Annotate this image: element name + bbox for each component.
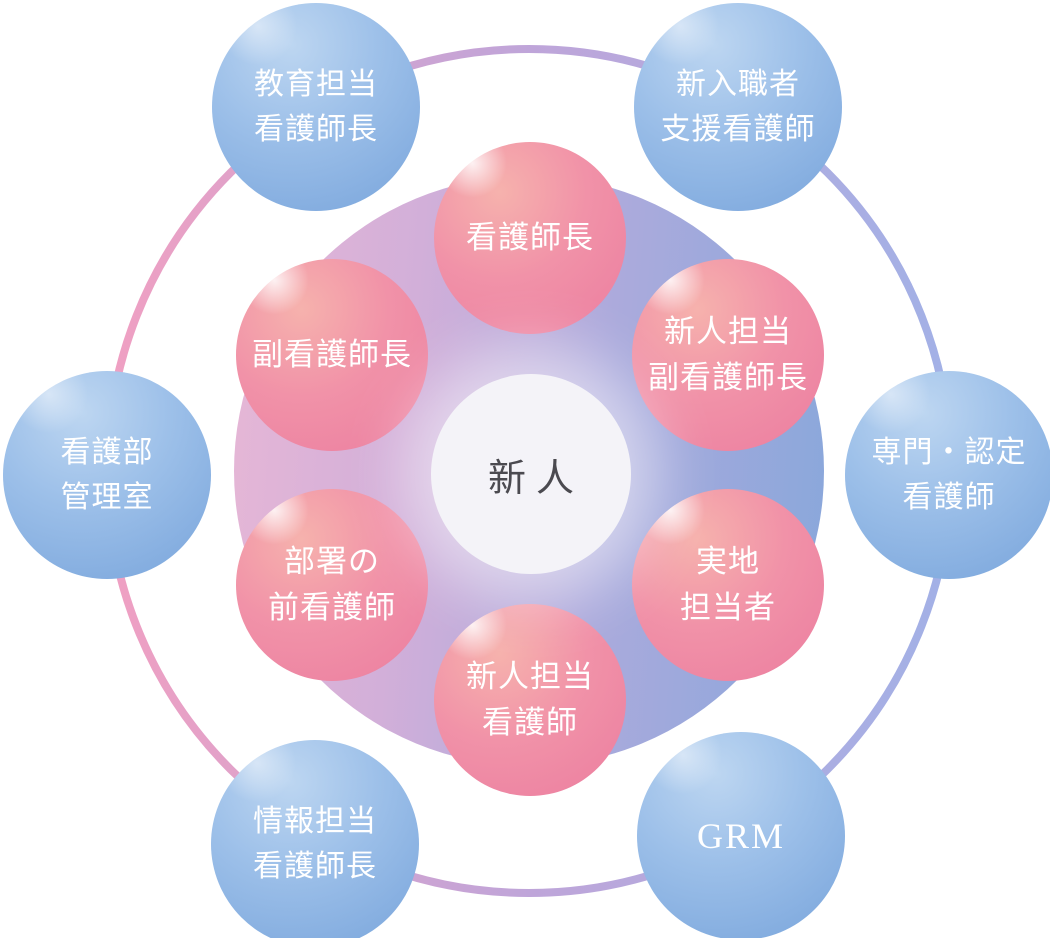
circle-label-line: 専門・認定: [871, 436, 1027, 469]
circle-label-line: 看護師長: [253, 850, 377, 883]
circle-label-line: 新人担当: [466, 658, 594, 694]
inner-circle-on-site-trainer: 実地 担当者: [632, 489, 824, 681]
inner-circle-head-nurse: 看護師長: [434, 142, 626, 334]
center-circle-newcomer: 新人: [431, 374, 631, 574]
center-label: 新人: [487, 457, 584, 500]
outer-circle-nursing-dept-admin-office: 看護部 管理室: [3, 371, 211, 579]
circle-label-line: 管理室: [60, 481, 154, 514]
circle-label-line: 担当者: [680, 590, 776, 625]
circle-label-line: 看護師: [902, 481, 996, 514]
outer-circle-grm: GRM: [637, 732, 845, 938]
circle-label-line: 副看護師長: [252, 336, 412, 372]
circle-label-line: 前看護師: [268, 590, 396, 625]
inner-circle-former-dept-nurse: 部署の 前看護師: [236, 489, 428, 681]
circle-label-line: 看護師: [482, 705, 578, 740]
circle-label-line: 情報担当: [253, 805, 377, 838]
outer-circle-new-staff-support-nurse: 新入職者 支援看護師: [634, 3, 842, 211]
circle-label-line: GRM: [696, 816, 786, 856]
circle-label-line: 実地: [696, 543, 760, 579]
outer-circle-information-head-nurse: 情報担当 看護師長: [211, 740, 419, 938]
circle-label-line: 副看護師長: [648, 360, 808, 395]
circle-label-line: 新人担当: [664, 313, 792, 349]
circle-label-line: 支援看護師: [660, 113, 816, 146]
circle-label-line: 教育担当: [254, 68, 378, 101]
inner-circle-newcomer-lead-vice-head: 新人担当 副看護師長: [632, 259, 824, 451]
circle-label-line: 看護師長: [254, 113, 378, 146]
inner-circle-vice-head-nurse: 副看護師長: [236, 259, 428, 451]
circle-label-line: 部署の: [284, 543, 380, 579]
circle-label-line: 看護部: [60, 436, 154, 469]
outer-circle-certified-specialist-nurse: 専門・認定 看護師: [845, 371, 1050, 579]
inner-circle-newcomer-lead-nurse: 新人担当 看護師: [434, 604, 626, 796]
circle-label-line: 新入職者: [676, 68, 800, 101]
outer-circle-education-head-nurse: 教育担当 看護師長: [212, 3, 420, 211]
circle-label-line: 看護師長: [466, 219, 594, 255]
